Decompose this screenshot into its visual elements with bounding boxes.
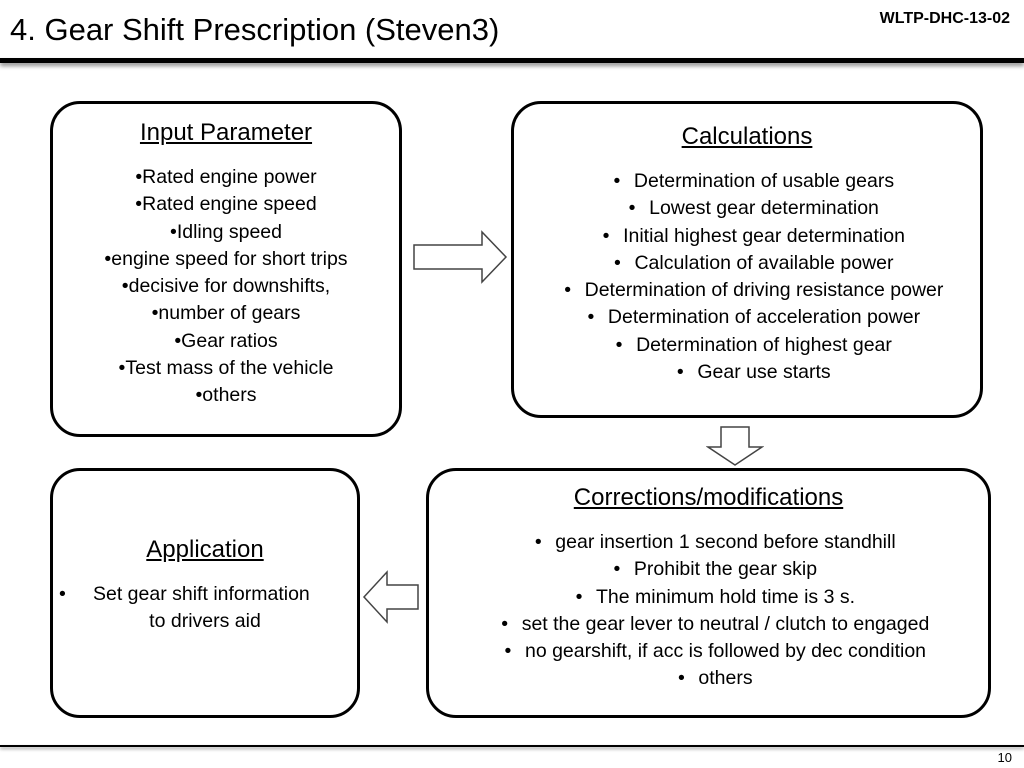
- arrow-down-icon: [706, 426, 764, 466]
- corrections-list: •gear insertion 1 second before standhil…: [429, 529, 988, 693]
- document-code: WLTP-DHC-13-02: [879, 10, 1010, 27]
- list-item: •Lowest gear determination: [628, 197, 879, 220]
- list-item: •Initial highest gear determination: [602, 224, 905, 247]
- list-item: •set the gear lever to neutral / clutch …: [501, 612, 930, 635]
- list-item: •number of gears: [151, 302, 301, 325]
- list-item: •Determination of driving resistance pow…: [564, 279, 944, 302]
- corrections-heading: Corrections/modifications: [573, 484, 844, 511]
- list-item: •Rated engine speed: [135, 193, 317, 216]
- input-parameter-list: •Rated engine power •Rated engine speed …: [53, 164, 399, 410]
- list-item: •Determination of acceleration power: [587, 306, 921, 329]
- header-rule: [0, 58, 1024, 63]
- arrow-right-icon: [413, 230, 508, 284]
- list-item: •Calculation of available power: [614, 251, 894, 274]
- list-item: •Test mass of the vehicle: [118, 357, 334, 380]
- list-item: •Gear ratios: [174, 329, 278, 352]
- list-item: •The minimum hold time is 3 s.: [575, 585, 855, 608]
- list-item: •gear insertion 1 second before standhil…: [534, 531, 896, 553]
- application-box: Application •Set gear shift information …: [50, 468, 360, 718]
- list-item: •others: [195, 384, 257, 407]
- list-item: •engine speed for short trips: [104, 247, 348, 270]
- calculations-list: •Determination of usable gears •Lowest g…: [514, 168, 980, 386]
- footer-rule: [0, 745, 1024, 747]
- list-item: •Determination of highest gear: [615, 333, 892, 356]
- list-item: •Rated engine power: [135, 166, 317, 188]
- calculations-box: Calculations •Determination of usable ge…: [511, 101, 983, 418]
- application-heading: Application: [146, 536, 264, 563]
- slide-title: 4. Gear Shift Prescription (Steven3): [10, 12, 500, 47]
- list-item: •decisive for downshifts,: [121, 275, 331, 298]
- arrow-left-icon: [362, 570, 419, 624]
- corrections-box: Corrections/modifications •gear insertio…: [426, 468, 991, 718]
- application-list: •Set gear shift information to drivers a…: [53, 581, 357, 636]
- page-number: 10: [997, 750, 1012, 765]
- list-item: •Set gear shift information: [59, 583, 310, 605]
- calculations-heading: Calculations: [681, 123, 813, 150]
- list-item: •Prohibit the gear skip: [613, 558, 818, 581]
- list-item-continuation: to drivers aid: [149, 610, 261, 633]
- input-parameter-box: Input Parameter •Rated engine power •Rat…: [50, 101, 402, 437]
- list-item: •Idling speed: [170, 220, 282, 243]
- list-item: •no gearshift, if acc is followed by dec…: [504, 640, 927, 663]
- list-item: •Gear use starts: [676, 361, 831, 384]
- input-parameter-heading: Input Parameter: [139, 119, 313, 146]
- list-item: •others: [677, 667, 753, 690]
- list-item: •Determination of usable gears: [613, 170, 895, 192]
